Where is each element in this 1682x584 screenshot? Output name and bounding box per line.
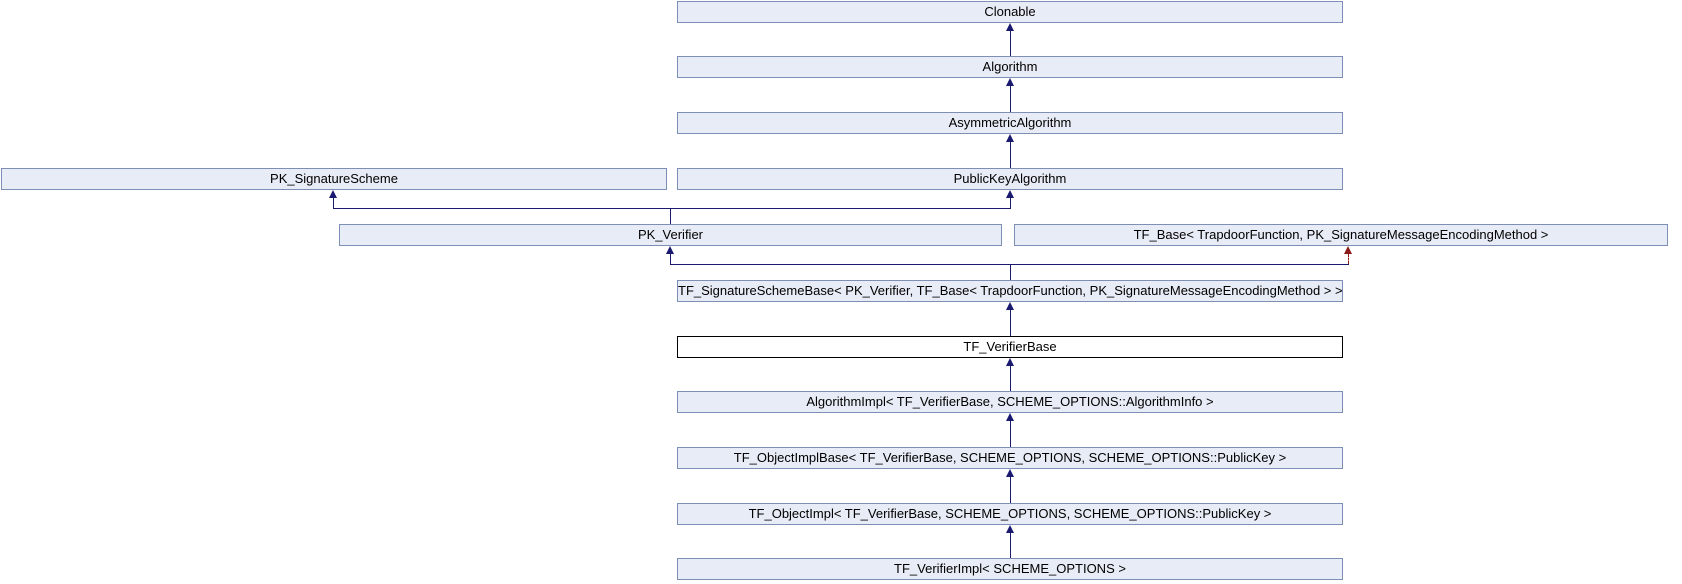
class-node-asymmetric-algorithm[interactable]: AsymmetricAlgorithm bbox=[677, 112, 1343, 134]
class-node-pk-verifier[interactable]: PK_Verifier bbox=[339, 224, 1002, 246]
inheritance-edge-line bbox=[1010, 310, 1011, 336]
inheritance-arrowhead bbox=[1006, 78, 1014, 86]
inheritance-arrowhead bbox=[329, 190, 337, 198]
inheritance-arrowhead bbox=[1006, 302, 1014, 310]
inheritance-edge-line bbox=[1010, 142, 1011, 168]
template-inheritance-edge-line bbox=[1348, 254, 1349, 264]
class-node-tf-base[interactable]: TF_Base< TrapdoorFunction, PK_SignatureM… bbox=[1014, 224, 1668, 246]
inheritance-edge-line bbox=[670, 254, 671, 264]
inheritance-edge-line bbox=[1010, 198, 1011, 208]
class-node-algorithm-impl[interactable]: AlgorithmImpl< TF_VerifierBase, SCHEME_O… bbox=[677, 391, 1343, 413]
class-node-tf-verifier-base-current: TF_VerifierBase bbox=[677, 336, 1343, 358]
inheritance-arrowhead bbox=[1006, 358, 1014, 366]
inheritance-arrowhead bbox=[1006, 134, 1014, 142]
inheritance-edge-bus bbox=[333, 208, 1011, 209]
class-node-tf-object-impl-base[interactable]: TF_ObjectImplBase< TF_VerifierBase, SCHE… bbox=[677, 447, 1343, 469]
inheritance-edge-line bbox=[670, 208, 671, 224]
inheritance-arrowhead bbox=[1006, 525, 1014, 533]
inheritance-edge-line bbox=[1010, 533, 1011, 558]
inheritance-arrowhead bbox=[1006, 413, 1014, 421]
template-inheritance-arrowhead bbox=[1344, 246, 1352, 254]
class-node-tf-signature-scheme-base[interactable]: TF_SignatureSchemeBase< PK_Verifier, TF_… bbox=[677, 280, 1343, 302]
class-node-tf-verifier-impl[interactable]: TF_VerifierImpl< SCHEME_OPTIONS > bbox=[677, 558, 1343, 580]
inheritance-arrowhead bbox=[1006, 469, 1014, 477]
inheritance-edge-line bbox=[333, 198, 334, 208]
inheritance-edge-line bbox=[1010, 421, 1011, 447]
inheritance-edge-line bbox=[1010, 86, 1011, 112]
inheritance-edge-line bbox=[1010, 31, 1011, 56]
inheritance-arrowhead bbox=[1006, 23, 1014, 31]
inheritance-edge-line bbox=[1010, 366, 1011, 391]
class-node-clonable[interactable]: Clonable bbox=[677, 1, 1343, 23]
class-node-algorithm[interactable]: Algorithm bbox=[677, 56, 1343, 78]
inheritance-edge-bus bbox=[670, 264, 1349, 265]
class-node-public-key-algorithm[interactable]: PublicKeyAlgorithm bbox=[677, 168, 1343, 190]
inheritance-edge-line bbox=[1010, 264, 1011, 280]
class-node-pk-signature-scheme[interactable]: PK_SignatureScheme bbox=[1, 168, 667, 190]
inheritance-edge-line bbox=[1010, 477, 1011, 503]
class-node-tf-object-impl[interactable]: TF_ObjectImpl< TF_VerifierBase, SCHEME_O… bbox=[677, 503, 1343, 525]
inheritance-arrowhead bbox=[1006, 190, 1014, 198]
inheritance-arrowhead bbox=[666, 246, 674, 254]
